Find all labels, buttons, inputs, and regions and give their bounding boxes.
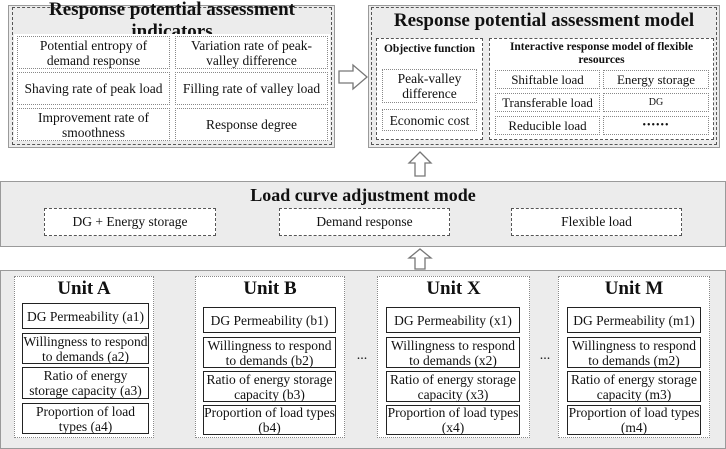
unit-b-load-types: Proportion of load types (b4) <box>203 405 336 435</box>
indicators-title: Response potential assessment indicators <box>49 0 295 42</box>
unit-x-willingness: Willingness to respond to demands (x2) <box>386 337 520 368</box>
resource-dg: DG <box>603 93 709 112</box>
up-arrow-icon <box>407 248 433 270</box>
unit-a-willingness: Willingness to respond to demands (a2) <box>22 333 149 364</box>
unit-m-title: Unit M <box>604 278 664 299</box>
resource-reducible-load: Reducible load <box>495 116 600 135</box>
model-frame <box>371 7 717 145</box>
indicator-smoothness: Improvement rate of smoothness <box>17 108 170 141</box>
resource-transferable-load: Transferable load <box>495 93 600 112</box>
objective-function-title: Objective function <box>383 42 476 55</box>
unit-m-willingness: Willingness to respond to demands (m2) <box>567 337 701 368</box>
unit-m-load-types: Proportion of load types (m4) <box>567 405 701 435</box>
adjustment-title: Load curve adjustment mode <box>250 184 476 205</box>
unit-x-dg-permeability: DG Permeability (x1) <box>386 307 520 333</box>
adjustment-flexible-load: Flexible load <box>511 208 682 236</box>
indicator-valley-filling: Filling rate of valley load <box>175 72 328 105</box>
unit-b-storage-ratio: Ratio of energy storage capacity (b3) <box>203 371 336 402</box>
unit-x-storage-ratio: Ratio of energy storage capacity (x3) <box>386 371 520 402</box>
unit-m-storage-ratio: Ratio of energy storage capacity (m3) <box>567 371 701 402</box>
unit-x-title: Unit X <box>426 278 481 299</box>
indicator-peak-valley-variation: Variation rate of peak-valley difference <box>175 36 328 69</box>
units-ellipsis: ... <box>356 348 368 363</box>
indicator-response-degree: Response degree <box>175 108 328 141</box>
unit-a-load-types: Proportion of load types (a4) <box>22 403 149 434</box>
objective-peak-valley: Peak-valley difference <box>382 69 477 103</box>
adjustment-dg-energy-storage: DG + Energy storage <box>44 208 216 236</box>
indicators-frame <box>12 7 332 145</box>
unit-b-dg-permeability: DG Permeability (b1) <box>203 307 336 333</box>
units-ellipsis: ... <box>539 348 551 363</box>
indicator-potential-entropy: Potential entropy of demand response <box>17 36 170 69</box>
unit-a-storage-ratio: Ratio of energy storage capacity (a3) <box>22 367 149 399</box>
objective-economic-cost: Economic cost <box>382 109 477 131</box>
up-arrow-icon <box>407 151 433 177</box>
unit-x-load-types: Proportion of load types (x4) <box>386 405 520 435</box>
model-title: Response potential assessment model <box>393 10 695 31</box>
unit-a-title: Unit A <box>57 278 111 299</box>
adjustment-demand-response: Demand response <box>279 208 450 236</box>
indicator-peak-shaving: Shaving rate of peak load <box>17 72 170 105</box>
interactive-model-title: Interactive response model of flexible r… <box>509 41 694 66</box>
unit-a-dg-permeability: DG Permeability (a1) <box>22 303 149 329</box>
resource-shiftable-load: Shiftable load <box>495 70 600 89</box>
resource-energy-storage: Energy storage <box>603 70 709 89</box>
unit-m-dg-permeability: DG Permeability (m1) <box>567 307 701 333</box>
unit-b-willingness: Willingness to respond to demands (b2) <box>203 337 336 368</box>
unit-b-title: Unit B <box>243 278 297 299</box>
resource-more: •••••• <box>603 116 709 135</box>
right-arrow-icon <box>338 63 368 91</box>
